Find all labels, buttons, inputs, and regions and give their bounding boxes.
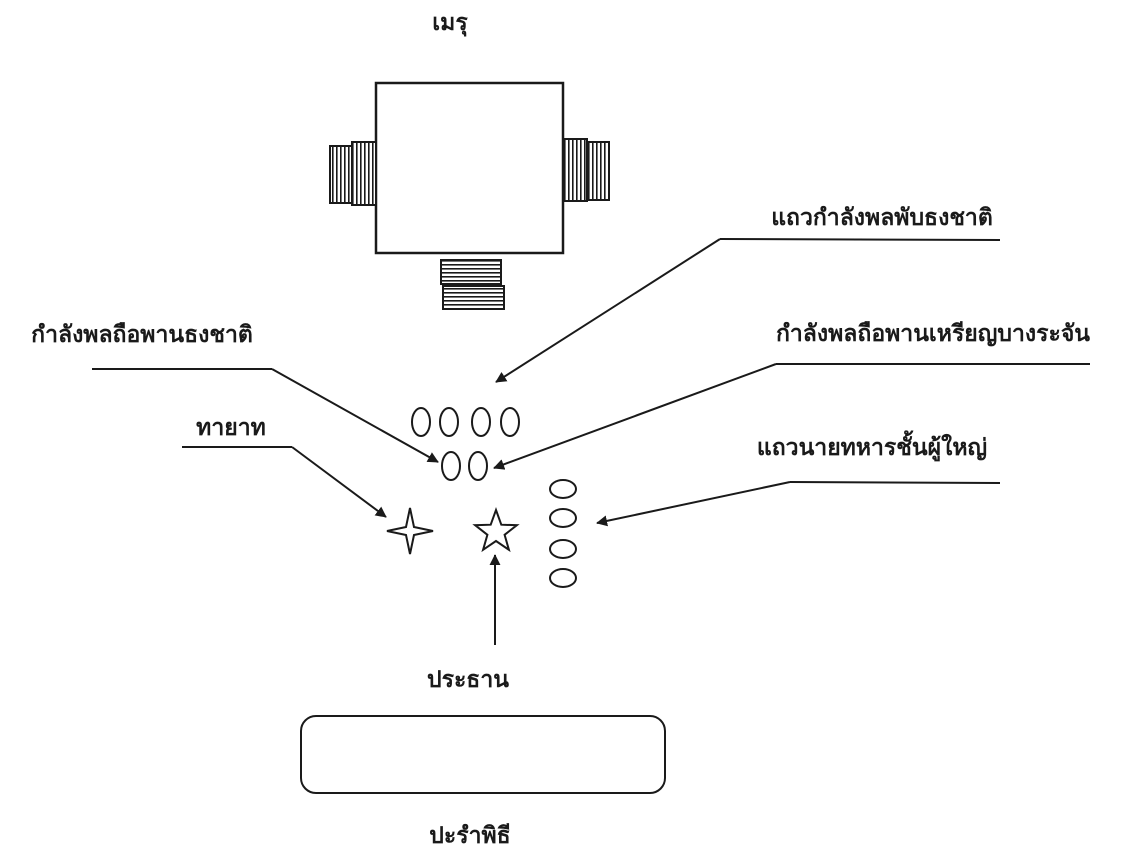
- flag-folding-arrow: [495, 238, 721, 383]
- meru-left-stairs: [329, 141, 377, 206]
- meru-right-stairs: [562, 138, 610, 202]
- oval-icon: [549, 479, 577, 499]
- leader-lines: [92, 238, 1090, 645]
- oval-icon: [411, 407, 431, 437]
- heir-label: ทายาท: [196, 414, 266, 441]
- chairman-label: ประธาน: [427, 666, 509, 693]
- flag-folding-row-label: แถวกำลังพลพับธงชาติ: [771, 204, 993, 231]
- four-point-star-icon: [386, 507, 434, 555]
- oval-icon: [471, 407, 491, 437]
- oval-icon: [549, 539, 577, 559]
- meru-platform: [374, 81, 565, 255]
- meru-structure: [329, 81, 610, 310]
- medal-tray-arrow: [493, 363, 777, 470]
- senior-officers-group: [549, 479, 577, 588]
- five-point-star-icon: [472, 507, 520, 553]
- senior-officers-arrow: [596, 481, 791, 527]
- oval-icon: [468, 451, 488, 481]
- senior-officers-underline: [789, 481, 1001, 484]
- meru-label: เมรุ: [432, 9, 468, 37]
- flag-tray-arrow: [271, 368, 439, 463]
- oval-icon: [441, 451, 461, 481]
- oval-icon: [549, 568, 577, 588]
- tray-bearers-group: [441, 451, 488, 481]
- flag-folding-row-group: [411, 407, 520, 437]
- ceremony-stage-box: [300, 715, 666, 794]
- oval-icon: [439, 407, 459, 437]
- oval-icon: [500, 407, 520, 437]
- senior-officers-row-label: แถวนายทหารชั้นผู้ใหญ่: [757, 430, 987, 462]
- flag-folding-underline: [719, 238, 1001, 241]
- medal-tray-bearer-label: กำลังพลถือพานเหรียญบางระจัน: [776, 320, 1090, 347]
- meru-bottom-stairs: [440, 259, 505, 310]
- heir-arrow: [291, 446, 387, 518]
- flag-tray-bearer-label: กำลังพลถือพานธงชาติ: [31, 321, 253, 348]
- ceremony-stage-label: ปะรำพิธี: [429, 822, 510, 847]
- oval-icon: [549, 508, 577, 528]
